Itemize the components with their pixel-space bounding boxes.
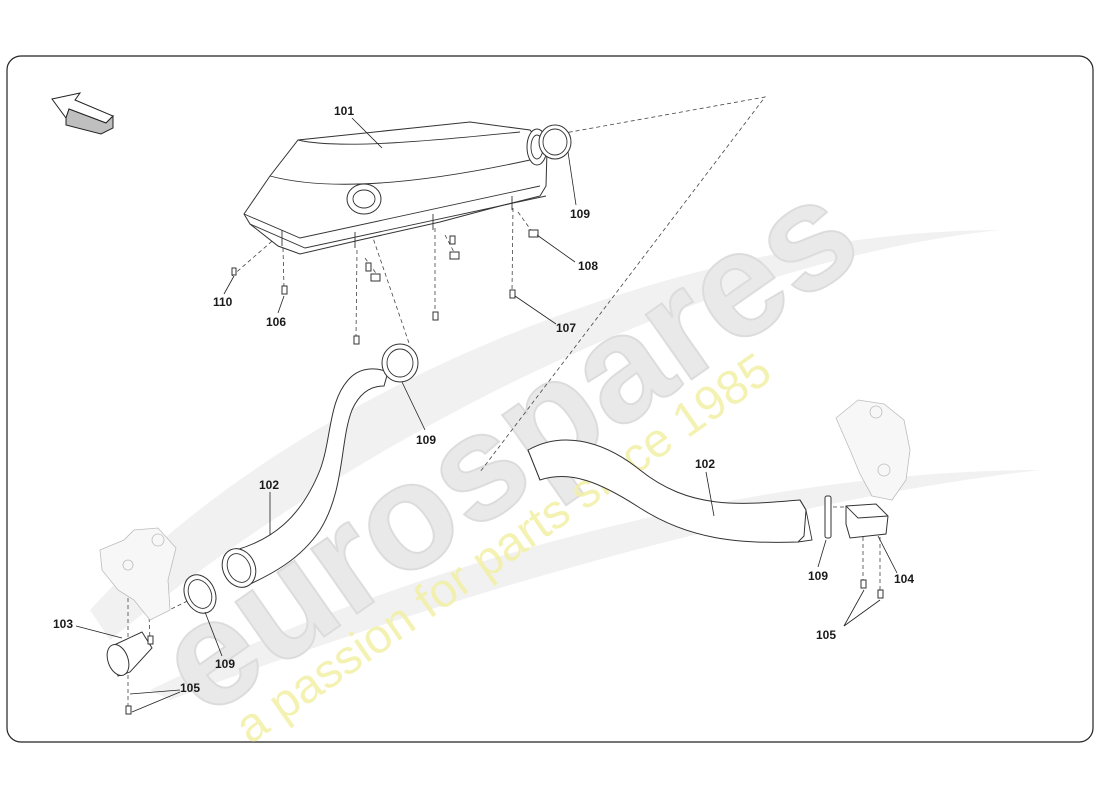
leader-106 bbox=[277, 295, 285, 314]
callout-102: 102 bbox=[695, 457, 715, 471]
screw bbox=[449, 235, 456, 245]
leader-103 bbox=[75, 625, 123, 639]
screw-105 bbox=[147, 635, 154, 645]
part-102-hose-right bbox=[527, 439, 813, 543]
assembly-line bbox=[479, 96, 766, 473]
leader-109-top bbox=[567, 151, 577, 206]
callout-109: 109 bbox=[808, 569, 828, 583]
leader-109-mid bbox=[401, 381, 426, 431]
assembly-line bbox=[364, 257, 379, 277]
callout-109: 109 bbox=[215, 657, 235, 671]
leader-105-left-2 bbox=[131, 691, 181, 713]
callout-101: 101 bbox=[334, 104, 354, 118]
part-101-air-box bbox=[243, 121, 548, 255]
part-104-connector-right bbox=[845, 503, 889, 539]
leader-105-left bbox=[129, 689, 181, 695]
screw-110 bbox=[231, 267, 237, 276]
leader-104 bbox=[877, 535, 898, 574]
assembly-line bbox=[231, 235, 279, 277]
leader-105-right-2 bbox=[843, 599, 881, 627]
callout-109: 109 bbox=[570, 207, 590, 221]
callout-103: 103 bbox=[53, 617, 73, 631]
leader-102-right bbox=[705, 471, 715, 517]
callouts: 101 109 108 107 106 110 109 102 102 103 … bbox=[53, 104, 914, 695]
clip-nut-108 bbox=[528, 229, 539, 238]
screw-106 bbox=[281, 285, 288, 295]
leader-109-right bbox=[817, 539, 827, 568]
clamp-right bbox=[824, 495, 832, 539]
assembly-line bbox=[359, 199, 411, 347]
clamp-left bbox=[183, 574, 217, 614]
callout-106: 106 bbox=[266, 315, 286, 329]
clamp-top bbox=[538, 124, 572, 160]
callout-102: 102 bbox=[259, 478, 279, 492]
leader-108 bbox=[536, 234, 576, 263]
screw-105 bbox=[877, 589, 884, 599]
assembly-line bbox=[164, 589, 211, 613]
clip-nut bbox=[370, 273, 381, 282]
screw bbox=[365, 262, 372, 272]
bracket-left bbox=[99, 527, 177, 621]
part-109-clamps bbox=[183, 124, 832, 614]
callout-107: 107 bbox=[556, 321, 576, 335]
callout-110: 110 bbox=[213, 295, 233, 309]
direction-arrow-icon bbox=[51, 92, 114, 135]
leader-101 bbox=[351, 117, 383, 149]
assembly-line bbox=[355, 249, 358, 337]
assembly-line bbox=[511, 207, 514, 293]
screw bbox=[432, 311, 439, 321]
screw-105 bbox=[860, 579, 867, 589]
callout-105: 105 bbox=[180, 681, 200, 695]
part-102-hose-left bbox=[221, 368, 389, 588]
clip-nut bbox=[449, 251, 460, 260]
leader-lines bbox=[75, 117, 898, 713]
fasteners bbox=[125, 229, 884, 715]
screw bbox=[353, 335, 360, 345]
leader-109-left bbox=[204, 611, 223, 657]
callout-104: 104 bbox=[894, 572, 914, 586]
bracket-right bbox=[835, 399, 911, 501]
callout-105: 105 bbox=[816, 628, 836, 642]
callout-109: 109 bbox=[416, 433, 436, 447]
leader-110 bbox=[223, 275, 235, 295]
screw-105 bbox=[125, 705, 132, 715]
leader-107 bbox=[514, 295, 557, 325]
callout-108: 108 bbox=[578, 259, 598, 273]
part-103-connector-left bbox=[106, 631, 153, 677]
screw-107 bbox=[509, 289, 516, 299]
leader-105-right bbox=[843, 589, 865, 627]
